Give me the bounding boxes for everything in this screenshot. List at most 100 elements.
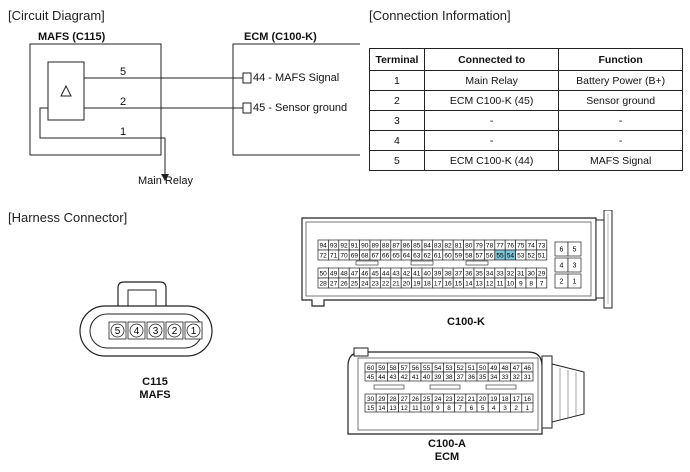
pin-number: 76	[507, 242, 515, 249]
pin-number: 24	[361, 280, 369, 287]
pin-contact	[186, 323, 201, 338]
pin-number: 35	[479, 374, 487, 381]
pin-number: 50	[479, 365, 487, 372]
pin-number: 54	[434, 365, 442, 372]
pin-number: 57	[401, 365, 409, 372]
connector-key	[485, 384, 517, 390]
pin-number: 10	[423, 405, 431, 412]
pin-number: 62	[424, 252, 432, 259]
pin-number: 40	[423, 374, 431, 381]
pin-number: 49	[330, 270, 338, 277]
pin-number: 43	[389, 374, 397, 381]
sensor-element	[47, 61, 85, 121]
pin-number: 87	[392, 242, 400, 249]
pin-number: 40	[424, 270, 432, 277]
pin-number: 38	[444, 270, 452, 277]
pin-number: 60	[367, 365, 375, 372]
pin-number: 53	[517, 252, 525, 259]
mafs-box-label: MAFS (C115)	[38, 31, 106, 43]
c100k-flange	[595, 219, 605, 299]
ecm-box-label: ECM (C100-K)	[244, 31, 317, 43]
pin-number: 18	[424, 280, 432, 287]
pin-number: 4	[492, 405, 496, 412]
ecm-caption: ECM	[434, 451, 460, 463]
pin-number: 3	[573, 263, 577, 270]
cell-terminal: 2	[369, 90, 425, 111]
pin-number: 25	[351, 280, 359, 287]
pin-number: 91	[351, 242, 359, 249]
pin-cell	[127, 321, 146, 340]
pin-number: 53	[445, 365, 453, 372]
pin-cell	[567, 257, 582, 273]
pin-number: 22	[457, 396, 465, 403]
pin-number: 48	[501, 365, 509, 372]
pin-number: 2	[172, 326, 178, 337]
pin-number: 3	[153, 326, 159, 337]
pin-number: 5	[115, 326, 121, 337]
pin-number: 55	[423, 365, 431, 372]
pin-number: 11	[412, 405, 419, 412]
table-header-row: Terminal Connected to Function	[369, 48, 683, 71]
wire-2-number: 2	[120, 96, 127, 108]
pin-number: 20	[479, 396, 487, 403]
c100k-body	[301, 217, 597, 307]
pin-number: 79	[476, 242, 484, 249]
cell-connected-to: -	[423, 130, 560, 151]
pin-number: 42	[403, 270, 411, 277]
pin-number: 37	[457, 374, 465, 381]
pin-number: 90	[361, 242, 369, 249]
cell-connected-to: ECM C100-K (44)	[423, 150, 560, 171]
pin-number: 29	[538, 270, 546, 277]
pin-number: 16	[524, 396, 532, 403]
pin-cell	[536, 277, 548, 289]
pin-number: 17	[513, 396, 521, 403]
pin-number: 22	[382, 280, 390, 287]
mafs-box	[29, 43, 162, 156]
pin-number: 25	[423, 396, 431, 403]
pin-number: 45	[372, 270, 380, 277]
pin-number: 34	[486, 270, 494, 277]
pin-number: 21	[468, 396, 476, 403]
pin-number: 12	[401, 405, 409, 412]
pin-number: 56	[412, 365, 420, 372]
pin-number: 14	[378, 405, 386, 412]
pin-45-terminal	[242, 102, 252, 114]
pin-number: 49	[490, 365, 498, 372]
pin-number: 52	[528, 252, 536, 259]
pin-cell	[108, 321, 127, 340]
connector-key	[410, 260, 434, 266]
pin-number: 63	[413, 252, 421, 259]
c100k-inner	[305, 221, 592, 297]
mafs-caption: MAFS	[139, 389, 171, 401]
pin-number: 16	[444, 280, 452, 287]
pin-number: 46	[524, 365, 532, 372]
pin-number: 67	[372, 252, 380, 259]
pin-number: 39	[434, 374, 442, 381]
pin-number: 59	[378, 365, 386, 372]
header-function: Function	[558, 48, 683, 71]
pin-number: 81	[455, 242, 463, 249]
pin-number: 6	[470, 405, 474, 412]
pin-number: 6	[560, 247, 564, 254]
connector-key	[373, 384, 405, 390]
pin-number: 4	[560, 263, 564, 270]
pin-number: 83	[434, 242, 442, 249]
cell-connected-to: ECM C100-K (45)	[423, 90, 560, 111]
pin-number: 93	[330, 242, 338, 249]
pin-number: 41	[412, 374, 420, 381]
pin-number: 8	[447, 405, 451, 412]
pin-number: 3	[503, 405, 507, 412]
pin-number: 19	[413, 280, 421, 287]
pin-cell	[567, 241, 582, 257]
pin-number: 34	[490, 374, 498, 381]
c100a-flange	[541, 355, 553, 429]
pin-44-terminal	[242, 72, 252, 84]
pin-cell	[521, 371, 534, 382]
pin-number: 57	[476, 252, 484, 259]
pin-number: 68	[361, 252, 369, 259]
pin-number: 47	[351, 270, 359, 277]
pin-number: 52	[457, 365, 465, 372]
pin-number: 75	[517, 242, 525, 249]
